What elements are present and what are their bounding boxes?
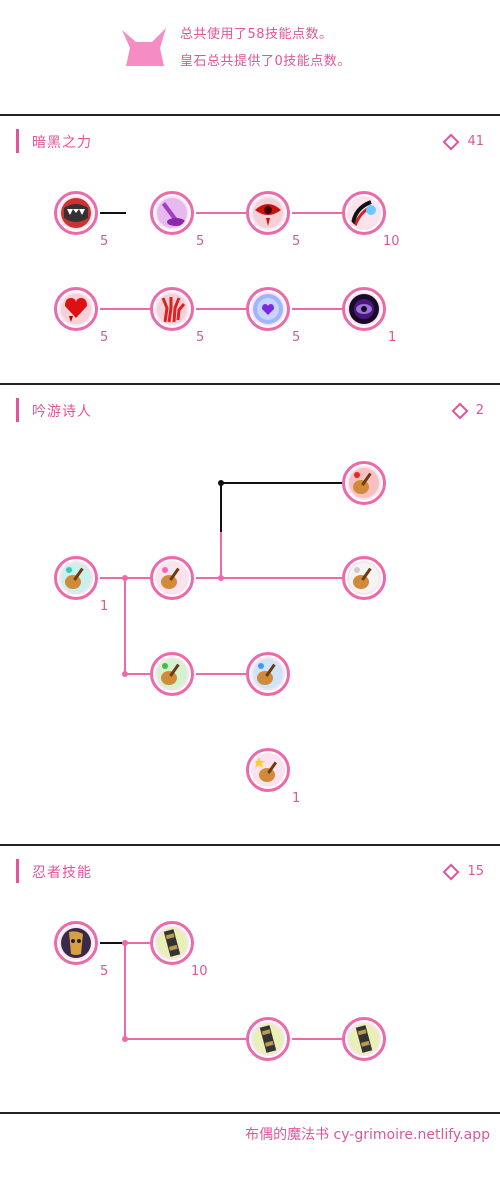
total-points-used-text: 总共使用了58技能点数。	[180, 27, 333, 42]
gem-points-text: 皇石总共提供了0技能点数。	[180, 54, 351, 69]
skill-node-fangs[interactable]	[54, 191, 98, 235]
skill-node-slash[interactable]	[342, 191, 386, 235]
fangs-icon	[61, 198, 91, 228]
red-guitar-icon	[349, 468, 379, 498]
skill-level: 5	[292, 330, 301, 345]
white-guitar-icon	[349, 563, 379, 593]
teal-guitar-icon	[61, 563, 91, 593]
skill-level: 5	[196, 330, 205, 345]
section-accent-bar	[16, 398, 19, 422]
red-claw-icon	[157, 294, 187, 324]
skill-level: 5	[100, 964, 109, 979]
section-title-ninja: 忍者技能	[32, 865, 92, 881]
skill-level: 5	[196, 234, 205, 249]
divider	[0, 383, 500, 385]
divider	[0, 1112, 500, 1114]
skill-node-white-guitar[interactable]	[342, 556, 386, 600]
star-guitar-icon	[253, 755, 283, 785]
skill-node-scroll[interactable]	[150, 921, 194, 965]
section-points-ninja: 15	[442, 863, 484, 880]
skill-node-golden-mask[interactable]	[54, 921, 98, 965]
skill-level: 1	[292, 791, 301, 806]
divider	[0, 114, 500, 116]
golden-mask-icon	[61, 928, 91, 958]
skill-node-pink-guitar[interactable]	[150, 556, 194, 600]
footer-credit-link[interactable]: 布偶的魔法书 cy-grimoire.netlify.app	[245, 1127, 490, 1143]
skill-node-scroll[interactable]	[246, 1017, 290, 1061]
skill-level: 5	[100, 234, 109, 249]
skill-level: 1	[388, 330, 397, 345]
scroll-icon	[253, 1024, 283, 1054]
points-value: 2	[475, 403, 484, 418]
scroll-icon	[349, 1024, 379, 1054]
cat-mascot-icon	[120, 26, 168, 68]
section-accent-bar	[16, 859, 19, 883]
section-accent-bar	[16, 129, 19, 153]
skill-node-red-claw[interactable]	[150, 287, 194, 331]
skill-level: 5	[100, 330, 109, 345]
skill-node-green-guitar[interactable]	[150, 652, 194, 696]
skill-level: 5	[292, 234, 301, 249]
skill-node-purple-pen[interactable]	[150, 191, 194, 235]
skill-level: 10	[191, 964, 208, 979]
skill-node-teal-guitar[interactable]	[54, 556, 98, 600]
purple-pen-icon	[157, 198, 187, 228]
skill-node-blue-guitar[interactable]	[246, 652, 290, 696]
scroll-icon	[157, 928, 187, 958]
points-value: 15	[467, 864, 484, 879]
dark-eye-icon	[349, 294, 379, 324]
blue-guitar-icon	[253, 659, 283, 689]
red-eye-icon	[253, 198, 283, 228]
skill-node-purple-heart-orb[interactable]	[246, 287, 290, 331]
section-points-dark-power: 41	[442, 133, 484, 150]
skill-node-red-guitar[interactable]	[342, 461, 386, 505]
green-guitar-icon	[157, 659, 187, 689]
skill-node-red-eye[interactable]	[246, 191, 290, 235]
pink-guitar-icon	[157, 563, 187, 593]
section-title-dark-power: 暗黑之力	[32, 135, 92, 151]
purple-heart-orb-icon	[253, 294, 283, 324]
skill-node-scroll[interactable]	[342, 1017, 386, 1061]
skill-level: 1	[100, 599, 109, 614]
section-title-bard: 吟游诗人	[32, 404, 92, 420]
bleeding-heart-icon	[61, 294, 91, 324]
skill-node-star-guitar[interactable]	[246, 748, 290, 792]
points-value: 41	[467, 134, 484, 149]
skill-node-bleeding-heart[interactable]	[54, 287, 98, 331]
slash-icon	[349, 198, 379, 228]
skill-level: 10	[383, 234, 400, 249]
skill-node-dark-eye[interactable]	[342, 287, 386, 331]
section-points-bard: 2	[451, 402, 484, 419]
divider	[0, 844, 500, 846]
